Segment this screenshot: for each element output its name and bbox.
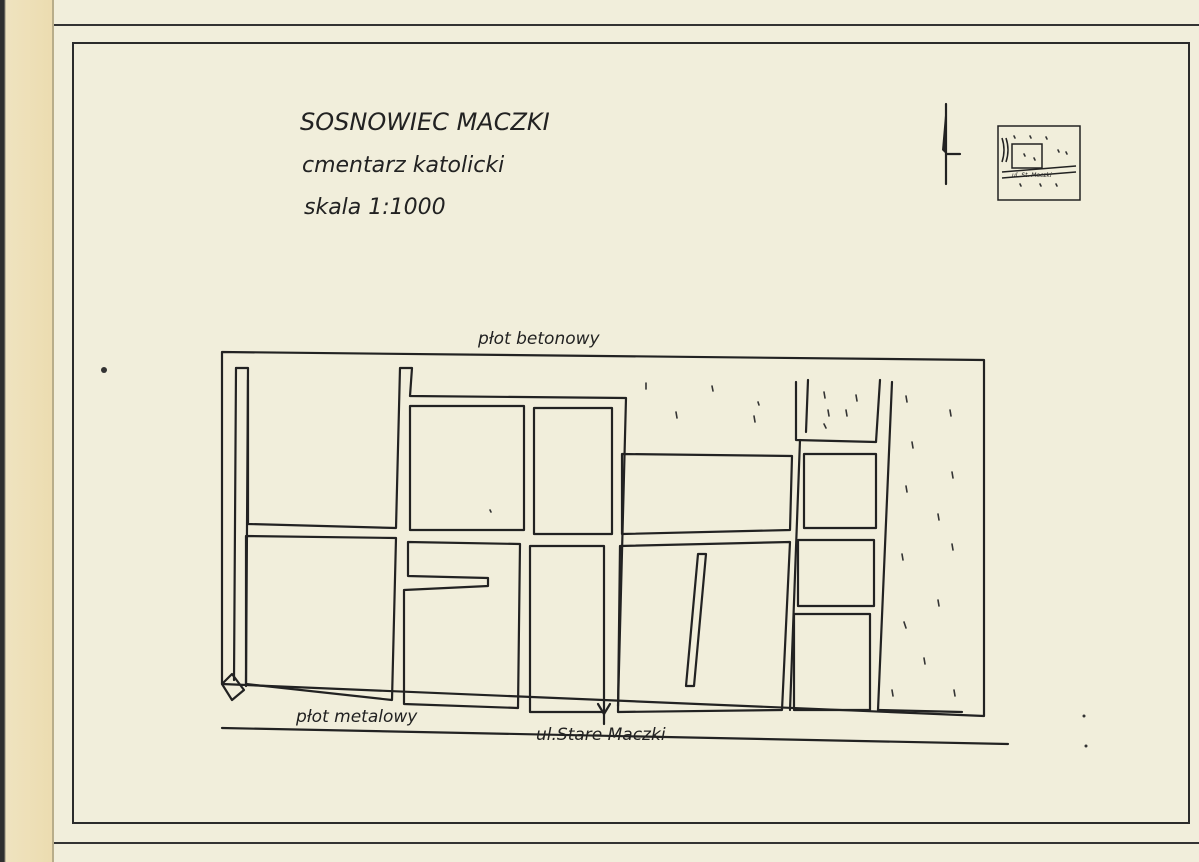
label-concrete-fence: płot betonowy [477,329,601,349]
paper-edge-line [52,0,54,862]
title-subject: cmentarz katolicki [302,153,504,178]
label-metal-fence: płot metalowy [295,707,418,727]
frame-top-line [54,24,1199,26]
corner-gate-icon [220,672,246,702]
locator-inset: ul. St. Maczki [997,125,1081,201]
paper-edge [0,0,52,862]
title-scale: skala 1:1000 [304,195,446,220]
tree-markings [489,382,956,697]
entrance-gate-icon [596,702,612,726]
cemetery-boundary [220,350,986,718]
map-frame [72,42,1190,824]
street-line [220,726,1010,746]
frame-bottom-line [54,842,1199,844]
inset-street-label: ul. St. Maczki [1012,172,1052,179]
paper-specks [101,367,1088,748]
north-arrow-icon [942,102,962,186]
burial-plots [244,366,964,714]
title-town: SOSNOWIEC MACZKI [300,108,550,136]
